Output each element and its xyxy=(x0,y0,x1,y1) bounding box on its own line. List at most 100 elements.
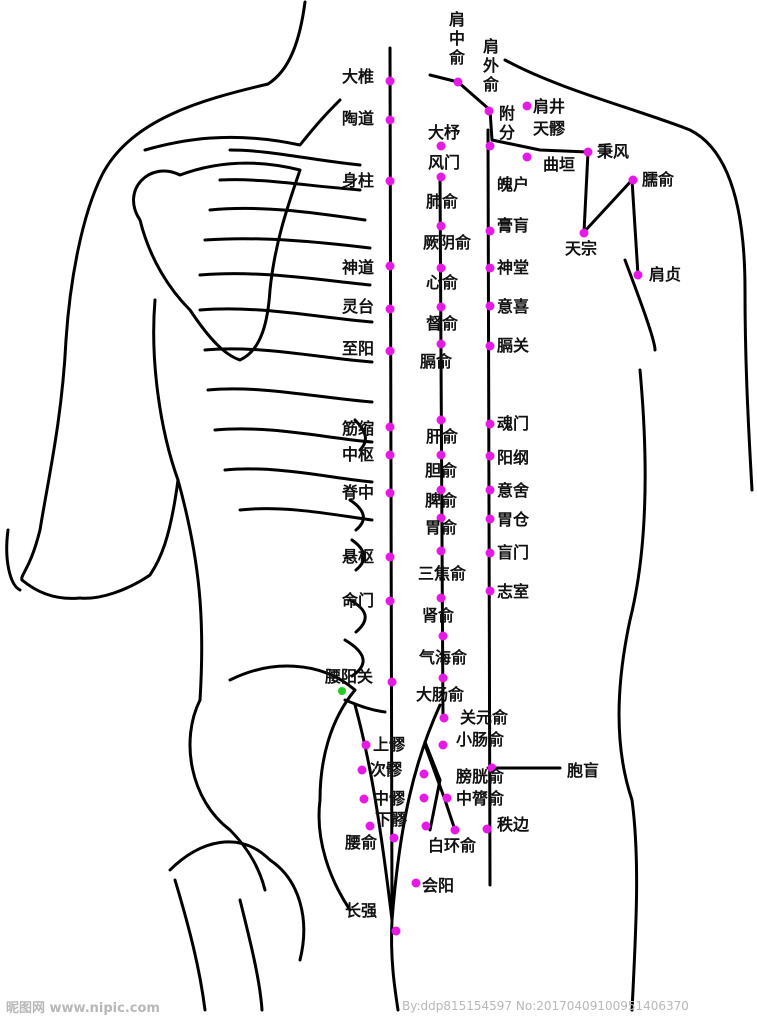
dushu-point xyxy=(437,303,446,312)
qihaishu-point xyxy=(439,632,448,641)
label-fufen: 附分 xyxy=(498,104,516,142)
label-jizhong: 脊中 xyxy=(342,484,374,502)
watermark-site: 昵图网 www.nipic.com xyxy=(6,997,160,1016)
label-yanggang: 阳纲 xyxy=(497,449,529,467)
zhongshu-point xyxy=(386,451,395,460)
jizhong-point xyxy=(386,489,395,498)
label-jianwaishu: 肩外俞 xyxy=(482,37,500,94)
tianzong-point xyxy=(580,229,589,238)
fengmen-point xyxy=(437,173,446,182)
femur xyxy=(175,880,262,1010)
label-zhiyang: 至阳 xyxy=(342,340,374,358)
label-tianliao: 天髎 xyxy=(533,120,565,138)
yishe-point xyxy=(486,486,495,495)
pelvis-left xyxy=(190,700,265,890)
shendao-point xyxy=(386,262,395,271)
neck-left-line xyxy=(268,2,305,84)
hunmen-point xyxy=(486,420,495,429)
label-taodao: 陶道 xyxy=(342,110,374,128)
yaoshu-point xyxy=(390,834,399,843)
jianwaishu-point xyxy=(485,107,494,116)
dazhu-point xyxy=(437,142,446,151)
label-jueyinshu: 厥阴俞 xyxy=(423,234,471,252)
geshu-point xyxy=(437,340,446,349)
pohu-point xyxy=(486,227,495,236)
label-yaoshu: 腰俞 xyxy=(345,834,377,852)
jianjing-point xyxy=(523,102,532,111)
shangliao-point xyxy=(362,741,371,750)
yixi-point xyxy=(486,302,495,311)
label-sanjiaoshu: 三焦俞 xyxy=(418,565,466,583)
label-geguan: 膈关 xyxy=(497,337,529,355)
label-bingfeng: 秉风 xyxy=(597,143,629,161)
label-pishu: 脾俞 xyxy=(425,492,457,510)
fufen-point xyxy=(486,142,495,151)
label-naoshu: 臑俞 xyxy=(642,171,674,189)
huangmen-point xyxy=(486,549,495,558)
zhiyang-point xyxy=(386,347,395,356)
label-zhongliao: 中髎 xyxy=(373,790,405,808)
label-ciliao: 次髎 xyxy=(370,761,402,779)
label-yixi: 意喜 xyxy=(497,298,529,316)
label-huangmen: 盲门 xyxy=(497,544,529,562)
geguan-point xyxy=(486,342,495,351)
watermark-id: By:ddp815154597 No:20170409100951406370 xyxy=(402,999,689,1013)
left-waist xyxy=(178,480,202,700)
label-dazhui: 大椎 xyxy=(342,68,374,86)
right-torso xyxy=(619,260,655,1010)
label-dazhu: 大杼 xyxy=(428,124,460,142)
label-ganshu: 肝俞 xyxy=(426,428,458,446)
label-huiyang: 会阳 xyxy=(422,877,454,895)
label-jianjing: 肩井 xyxy=(533,98,565,116)
label-yishe: 意舍 xyxy=(497,482,529,500)
shentang-point xyxy=(486,264,495,273)
label-jinsuo: 筋缩 xyxy=(342,420,374,438)
label-hunmen: 魂门 xyxy=(497,415,529,433)
bingfeng-point xyxy=(584,148,593,157)
dazhui-point xyxy=(386,77,395,86)
left-hand xyxy=(7,530,80,598)
danshu-point xyxy=(437,451,446,460)
huiyang-point xyxy=(412,879,421,888)
label-pohu: 魄户 xyxy=(497,176,529,194)
feishu-point xyxy=(437,222,446,231)
baihuanshu-point xyxy=(422,822,431,831)
label-xialiao: 下髎 xyxy=(375,811,407,829)
label-tianzong: 天宗 xyxy=(565,240,597,258)
label-zhibian: 秩边 xyxy=(497,816,529,834)
zhibian-point xyxy=(483,825,492,834)
xuanshu-point xyxy=(386,553,395,562)
dachangshu-point xyxy=(439,674,448,683)
label-weicang: 胃仓 xyxy=(497,511,529,529)
yanggang-point xyxy=(486,452,495,461)
label-jianzhen: 肩贞 xyxy=(649,266,681,284)
zhongliao-point xyxy=(360,795,369,804)
label-baohuang: 胞盲 xyxy=(567,762,599,780)
jianzhongshu-point xyxy=(454,78,463,87)
label-dachangshu: 大肠俞 xyxy=(416,686,464,704)
label-jianzhongshu: 肩中俞 xyxy=(448,10,466,67)
scapula-spine xyxy=(145,100,340,150)
label-geshu: 膈俞 xyxy=(420,353,452,371)
label-xuanshu: 悬枢 xyxy=(342,548,374,566)
label-xinshu: 心俞 xyxy=(426,274,458,292)
quyuan-point xyxy=(523,153,532,162)
left-arm-inner xyxy=(80,300,178,598)
xialiao-point xyxy=(366,822,375,831)
yaoyangguan-point xyxy=(388,678,397,687)
sanjiaoshu-point xyxy=(437,547,446,556)
shenshu-point xyxy=(437,594,446,603)
label-shenshu: 肾俞 xyxy=(422,607,454,625)
label-fengmen: 风门 xyxy=(428,154,460,172)
label-zhonglushu: 中膂俞 xyxy=(456,790,504,808)
mingmen-point xyxy=(386,597,395,606)
label-changqiang: 长强 xyxy=(345,902,377,920)
label-guanyuanshu: 关元俞 xyxy=(460,709,508,727)
jinsuo-point xyxy=(386,423,395,432)
naoshu-point xyxy=(629,176,638,185)
scapula xyxy=(134,163,300,360)
baihuanshu-2-point xyxy=(451,826,460,835)
changqiang-point xyxy=(392,927,401,936)
